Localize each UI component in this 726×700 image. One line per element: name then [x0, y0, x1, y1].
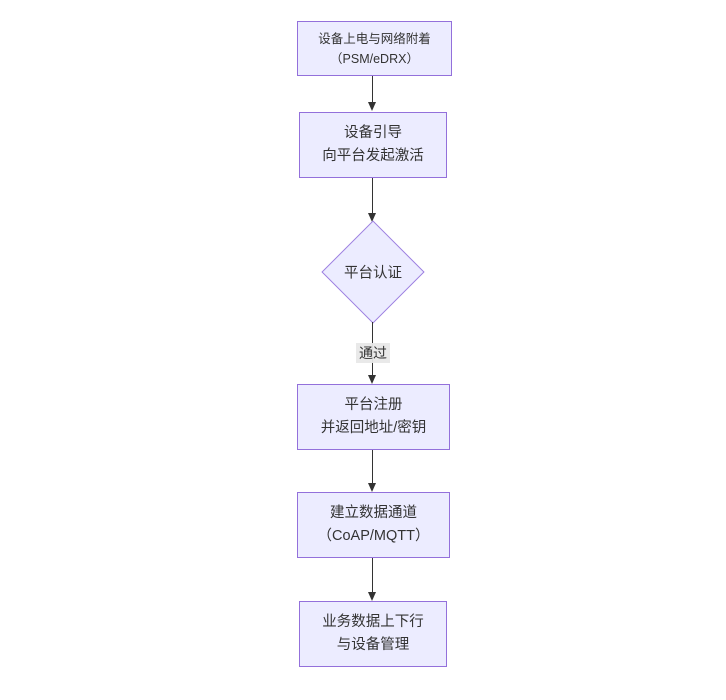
node-power-attach: 设备上电与网络附着 （PSM/eDRX） — [297, 21, 452, 76]
arrow-down-icon — [368, 102, 376, 111]
node-register: 平台注册 并返回地址/密钥 — [297, 384, 450, 450]
edge-line — [372, 558, 373, 593]
node-label-line: 平台注册 — [344, 397, 403, 413]
node-label-line: 业务数据上下行 — [322, 614, 424, 630]
node-label-line: 设备上电与网络附着 — [318, 31, 431, 46]
node-label-line: 设备引导 — [344, 125, 402, 141]
node-bootstrap: 设备引导 向平台发起激活 — [299, 112, 447, 178]
node-label-line: （PSM/eDRX） — [330, 51, 419, 66]
arrow-down-icon — [368, 483, 376, 492]
edge-label-pass: 通过 — [356, 343, 390, 363]
node-label-line: 与设备管理 — [336, 637, 410, 653]
node-label-line: 建立数据通道 — [330, 505, 417, 521]
node-label-line: 向平台发起激活 — [322, 148, 424, 164]
node-label-line: （CoAP/MQTT） — [317, 528, 430, 544]
node-label-line: 平台认证 — [344, 265, 402, 282]
arrow-down-icon — [368, 213, 376, 222]
node-label-line: 并返回地址/密钥 — [320, 420, 427, 436]
edge-line — [372, 76, 373, 103]
edge-line — [372, 178, 373, 214]
arrow-down-icon — [368, 592, 376, 601]
arrow-down-icon — [368, 375, 376, 384]
node-auth-decision: 平台认证 — [321, 220, 425, 324]
edge-line — [372, 450, 373, 484]
node-channel: 建立数据通道 （CoAP/MQTT） — [297, 492, 450, 558]
node-business: 业务数据上下行 与设备管理 — [299, 601, 447, 667]
